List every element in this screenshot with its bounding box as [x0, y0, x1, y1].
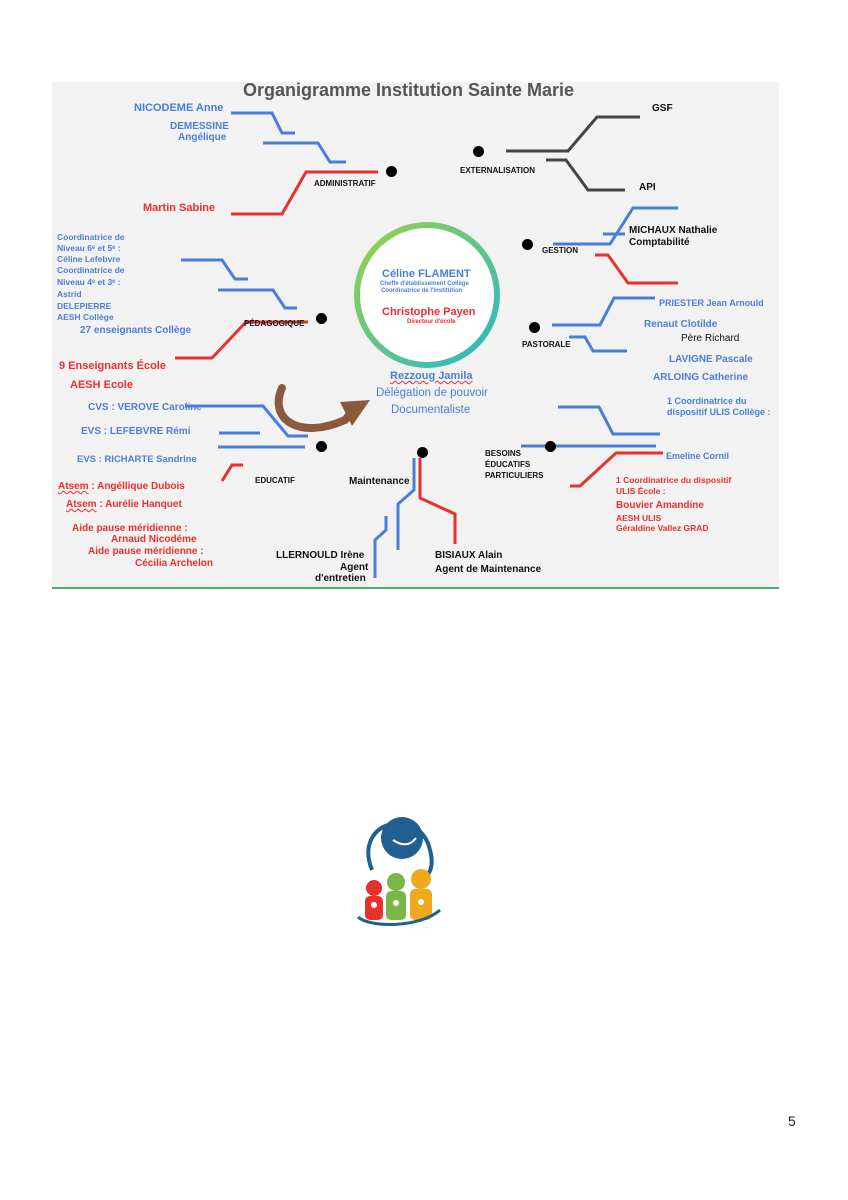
pole-besoins-2: ÉDUCATIFS: [485, 460, 531, 469]
maintenance-person-2a: BISIAUX Alain: [435, 550, 503, 561]
educatif-person-2: EVS : LEFEBVRE Rémi: [81, 426, 191, 437]
pastorale-person-4: LAVIGNE Pascale: [669, 354, 753, 365]
pastorale-person-2: Renaut Clotilde: [644, 319, 718, 330]
pole-pedagogique: PÉDAGOGIQUE: [244, 319, 305, 328]
admin-person-2a: DEMESSINE: [170, 121, 229, 132]
educatif-person-6: Aide pause méridienne :: [72, 523, 188, 534]
pole-dot-educatif: [316, 441, 327, 452]
maintenance-person-1a: LLERNOULD Irène: [276, 550, 365, 561]
besoins-person-1b: dispositif ULIS Collège :: [667, 407, 771, 417]
center-name-1: Céline FLAMENT: [382, 268, 471, 280]
peda-line-6: Astrid: [57, 289, 82, 299]
pole-pastorale: PASTORALE: [522, 340, 571, 349]
pole-administratif: ADMINISTRATIF: [314, 179, 376, 188]
gestion-person-1a: MICHAUX Nathalie: [629, 225, 718, 236]
peda-line-2: Niveau 6ᵉ et 5ᵉ :: [57, 243, 121, 253]
pole-dot-besoins: [545, 441, 556, 452]
pole-dot-gestion: [522, 239, 533, 250]
besoins-person-2: Emeline Cornil: [666, 451, 730, 461]
pastorale-person-3: Père Richard: [681, 333, 740, 344]
besoins-person-3b: ULIS École :: [616, 486, 666, 496]
educatif-person-7: Arnaud Nicodéme: [111, 534, 197, 545]
peda-line-7: DELEPIERRE: [57, 301, 112, 311]
atsem-label-1: Atsem: [58, 481, 89, 492]
pole-maintenance: Maintenance: [349, 476, 410, 487]
atsem-label-2: Atsem: [66, 499, 97, 510]
peda-line-4: Coordinatrice de: [57, 265, 125, 275]
pastorale-person-5: ARLOING Catherine: [653, 372, 749, 383]
center-ring: [354, 222, 500, 368]
pole-dot-pedagogique: [316, 313, 327, 324]
delegation-line-2: Documentaliste: [391, 404, 471, 416]
besoins-person-5: AESH ULIS: [616, 513, 662, 523]
peda-line-9: 27 enseignants Collège: [80, 325, 192, 336]
pole-dot-externalisation: [473, 146, 484, 157]
pole-besoins-3: PARTICULIERS: [485, 471, 544, 480]
peda-line-11: AESH Ecole: [70, 379, 133, 391]
delegation-name: Rezzoug Jamila: [390, 370, 473, 382]
besoins-person-1a: 1 Coordinatrice du: [667, 396, 747, 406]
educatif-person-3: EVS : RICHARTE Sandrine: [77, 454, 197, 465]
chart-title: Organigramme Institution Sainte Marie: [243, 80, 575, 100]
gestion-person-1b: Comptabilité: [629, 237, 690, 248]
admin-person-1: NICODEME Anne: [134, 102, 224, 114]
center-role-2: Directeur d'école: [407, 319, 456, 325]
besoins-person-4: Bouvier Amandine: [616, 500, 704, 511]
peda-line-8: AESH Collège: [57, 312, 114, 322]
educatif-person-1: CVS : VEROVE Caroline: [88, 402, 202, 413]
pole-dot-administratif: [386, 166, 397, 177]
peda-line-1: Coordinatrice de: [57, 232, 125, 242]
center-role-1a: Cheffe d'établissement Collège: [380, 281, 469, 287]
delegation-line-1: Délégation de pouvoir: [376, 387, 488, 399]
delegation-arrow: [274, 384, 354, 432]
pole-besoins-1: BESOINS: [485, 449, 522, 458]
educatif-person-5: Atsem : Aurélie Hanquet: [66, 499, 182, 511]
page-number: 5: [788, 1113, 796, 1129]
besoins-person-3a: 1 Coordinatrice du dispositif: [616, 475, 732, 485]
pole-externalisation: EXTERNALISATION: [460, 166, 535, 175]
pole-dot-pastorale: [529, 322, 540, 333]
pole-dot-maintenance: [417, 447, 428, 458]
delegation-arrowhead: [340, 400, 370, 426]
sainte-marie-logo-icon: [353, 805, 445, 929]
atsem-name-2: : Aurélie Hanquet: [96, 499, 182, 510]
peda-line-5: Niveau 4ᵉ et 3ᵉ :: [57, 277, 121, 287]
pole-gestion: GESTION: [542, 246, 579, 255]
besoins-person-6: Géraldine Vallez GRAD: [616, 523, 709, 533]
atsem-name-1: : Angéllique Dubois: [88, 481, 185, 492]
peda-line-3: Céline Lefebvre: [57, 254, 121, 264]
educatif-person-9: Cécilia Archelon: [135, 558, 213, 569]
center-role-1b: Coordinatrice de l'Institution: [381, 288, 463, 294]
educatif-person-8: Aide pause méridienne :: [88, 546, 204, 557]
ext-person-1: GSF: [652, 103, 673, 114]
peda-line-10: 9 Enseignants École: [59, 360, 166, 372]
ext-person-2: API: [639, 182, 656, 193]
maintenance-person-1b: Agent: [340, 562, 369, 573]
maintenance-person-2b: Agent de Maintenance: [435, 564, 542, 575]
admin-person-2b: Angélique: [178, 132, 227, 143]
educatif-person-4: Atsem : Angéllique Dubois: [58, 481, 185, 493]
maintenance-person-1c: d'entretien: [315, 573, 366, 584]
pole-educatif: EDUCATIF: [255, 476, 295, 485]
admin-person-3: Martin Sabine: [143, 202, 216, 214]
pastorale-person-1: PRIESTER Jean Arnould: [659, 298, 764, 308]
center-name-2: Christophe Payen: [382, 306, 476, 318]
